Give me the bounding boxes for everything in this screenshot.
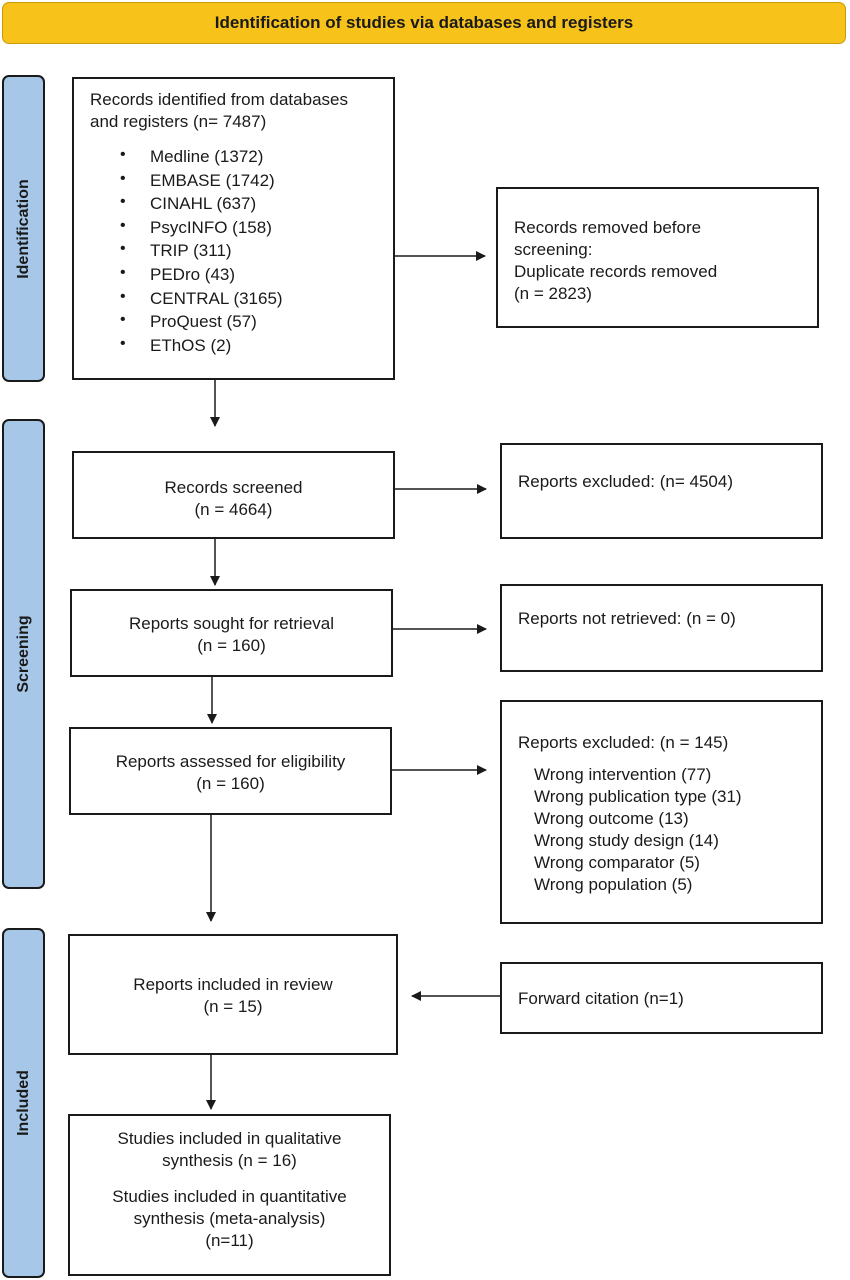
records-removed-line2: screening: <box>514 240 593 259</box>
reports-excluded-eligibility-title: Reports excluded: (n = 145) <box>518 733 729 752</box>
header-banner: Identification of studies via databases … <box>2 2 846 44</box>
studies-quantitative-line3: (n=11) <box>205 1231 254 1250</box>
forward-citation-text: Forward citation (n=1) <box>518 989 684 1008</box>
records-removed-line4: (n = 2823) <box>514 284 592 303</box>
database-source-item: CINAHL (637) <box>120 190 393 216</box>
phase-included-label: Included <box>2 928 45 1278</box>
exclusion-reason-item: Wrong study design (14) <box>534 831 719 850</box>
forward-citation-box: Forward citation (n=1) <box>500 962 823 1034</box>
exclusion-reason-item: Wrong intervention (77) <box>534 765 712 784</box>
records-screened-line2: (n = 4664) <box>194 500 273 519</box>
reports-sought-box: Reports sought for retrieval (n = 160) <box>70 589 393 677</box>
database-source-item: TRIP (311) <box>120 237 393 263</box>
reports-excluded-eligibility-box: Reports excluded: (n = 145) Wrong interv… <box>500 700 823 924</box>
studies-quantitative-line1: Studies included in quantitative <box>112 1187 347 1206</box>
reports-excluded-screening-text: Reports excluded: (n= 4504) <box>518 472 733 491</box>
exclusion-reason-list: Wrong intervention (77) Wrong publication… <box>534 764 821 896</box>
studies-qualitative-line2: synthesis (n = 16) <box>162 1151 297 1170</box>
banner-title: Identification of studies via databases … <box>214 13 634 32</box>
reports-assessed-line1: Reports assessed for eligibility <box>115 752 346 771</box>
database-source-item: PsycINFO (158) <box>120 214 393 240</box>
reports-included-line1: Reports included in review <box>133 975 333 994</box>
records-identified-line2: and registers (n= 7487) <box>90 112 267 131</box>
studies-quantitative-line2: synthesis (meta-analysis) <box>133 1209 326 1228</box>
reports-included-box: Reports included in review (n = 15) <box>68 934 398 1055</box>
reports-sought-line1: Reports sought for retrieval <box>128 614 335 633</box>
reports-not-retrieved-text: Reports not retrieved: (n = 0) <box>518 609 736 628</box>
records-identified-box: Records identified from databases and re… <box>72 77 395 380</box>
exclusion-reason-item: Wrong comparator (5) <box>534 853 700 872</box>
records-removed-box: Records removed before screening: Duplic… <box>496 187 819 328</box>
exclusion-reason-item: Wrong population (5) <box>534 875 693 894</box>
records-screened-box: Records screened (n = 4664) <box>72 451 395 539</box>
studies-included-box: Studies included in qualitative synthesi… <box>68 1114 391 1276</box>
reports-included-line2: (n = 15) <box>203 997 263 1016</box>
studies-qualitative-line1: Studies included in qualitative <box>117 1129 342 1148</box>
reports-assessed-box: Reports assessed for eligibility (n = 16… <box>69 727 392 815</box>
phase-identification-label: Identification <box>2 75 45 382</box>
database-source-item: ProQuest (57) <box>120 308 393 334</box>
reports-excluded-screening-box: Reports excluded: (n= 4504) <box>500 443 823 539</box>
database-source-list: Medline (1372)EMBASE (1742)CINAHL (637)P… <box>120 143 393 358</box>
exclusion-reason-item: Wrong publication type (31) <box>534 787 742 806</box>
reports-assessed-line2: (n = 160) <box>196 774 265 793</box>
exclusion-reason-item: Wrong outcome (13) <box>534 809 689 828</box>
database-source-item: Medline (1372) <box>120 143 393 169</box>
records-removed-line3: Duplicate records removed <box>514 262 718 281</box>
database-source-item: PEDro (43) <box>120 261 393 287</box>
reports-not-retrieved-box: Reports not retrieved: (n = 0) <box>500 584 823 672</box>
database-source-item: CENTRAL (3165) <box>120 285 393 311</box>
records-screened-line1: Records screened <box>164 478 303 497</box>
records-identified-line1: Records identified from databases <box>90 90 348 109</box>
phase-screening-label: Screening <box>2 419 45 889</box>
database-source-item: EMBASE (1742) <box>120 167 393 193</box>
reports-sought-line2: (n = 160) <box>197 636 266 655</box>
database-source-item: EThOS (2) <box>120 332 393 358</box>
records-removed-line1: Records removed before <box>514 218 702 237</box>
